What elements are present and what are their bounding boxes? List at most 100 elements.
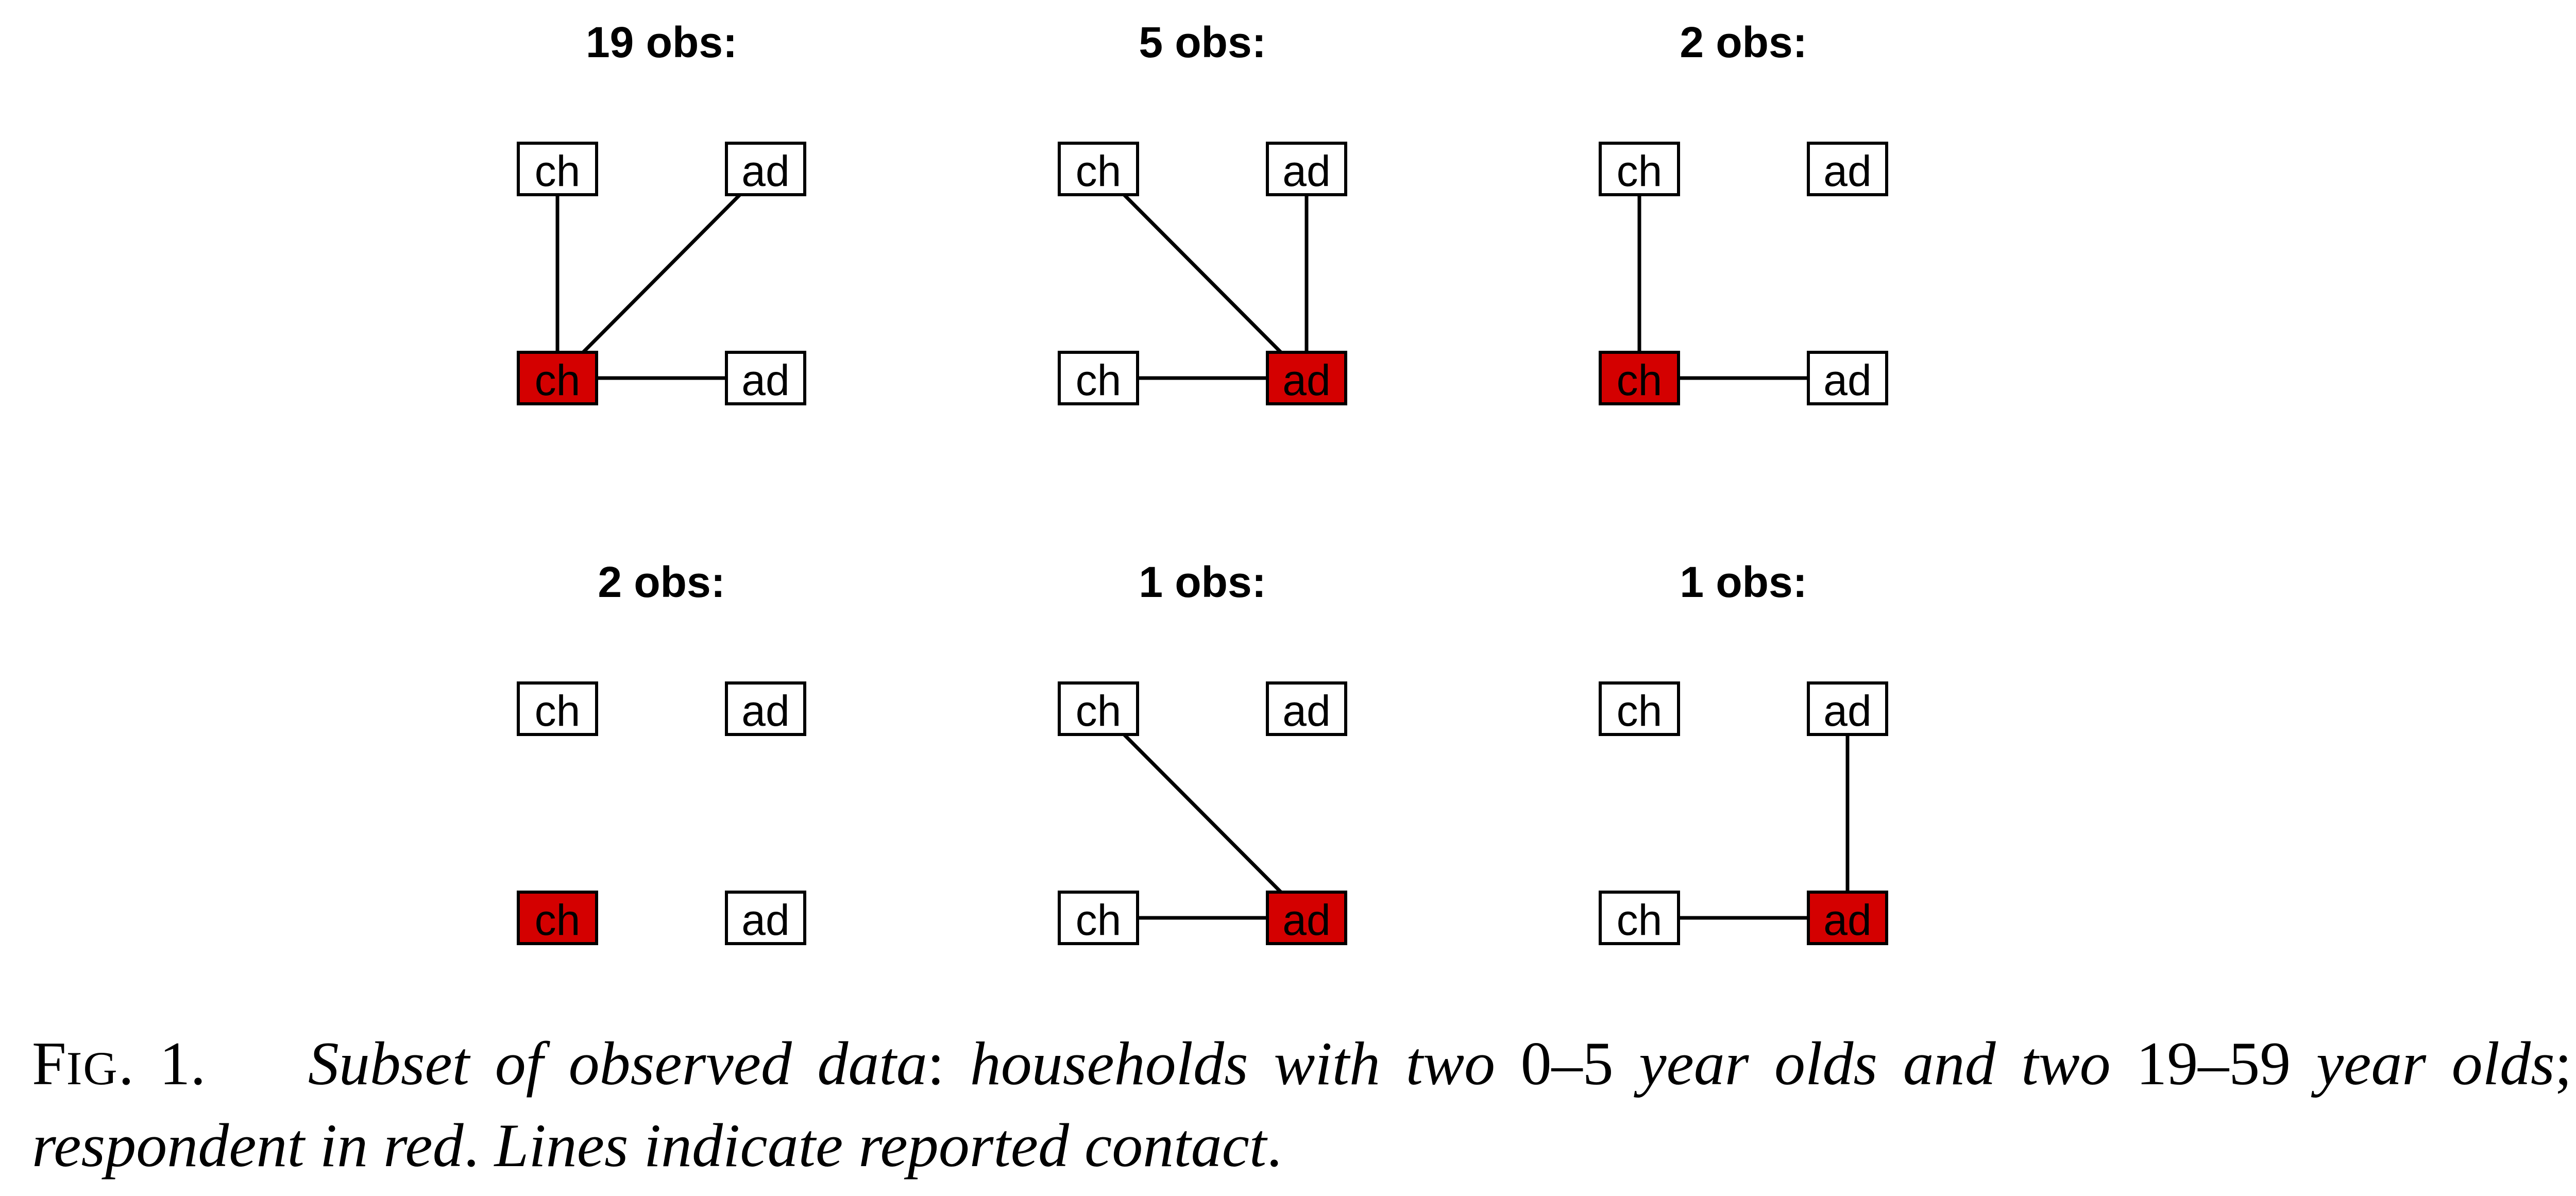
panel-title: 19 obs: xyxy=(586,18,737,66)
node-box xyxy=(1266,891,1347,945)
node: ch xyxy=(1058,142,1139,196)
node-box xyxy=(517,142,598,196)
node: ad xyxy=(1266,142,1347,196)
respondent-node: ad xyxy=(1266,891,1347,945)
caption-range2: 19–59 xyxy=(2136,1029,2291,1098)
node: ch xyxy=(1058,891,1139,945)
node-box xyxy=(1599,891,1680,945)
node-label: ad xyxy=(741,356,789,404)
caption-fig-label: FIG. 1. xyxy=(32,1029,206,1098)
node-label: ad xyxy=(1823,687,1871,735)
node-box xyxy=(725,142,806,196)
caption-part4: year olds xyxy=(2291,1029,2555,1098)
node-box xyxy=(1599,681,1680,736)
node-box xyxy=(725,351,806,405)
caption-part2: households with two xyxy=(944,1029,1521,1098)
caption-semicolon: ; xyxy=(2554,1029,2572,1098)
node-label: ch xyxy=(1076,896,1122,944)
contact-edge xyxy=(1097,707,1308,919)
node-label: ch xyxy=(1617,147,1663,195)
panel-5: 1 obs: ch ad ch ad xyxy=(1058,558,1347,945)
node: ch xyxy=(517,142,598,196)
panel-title: 1 obs: xyxy=(1139,558,1266,606)
caption-period2: . xyxy=(1266,1111,1282,1180)
node: ad xyxy=(725,891,806,945)
node-box xyxy=(1058,681,1139,736)
node-box xyxy=(1807,891,1888,945)
panel-6: 1 obs: ch ad ch ad xyxy=(1599,558,1888,945)
contact-edge xyxy=(556,167,767,380)
panel-3: 2 obs: ch ad ch ad xyxy=(1599,18,1888,405)
node-label: ch xyxy=(1617,356,1663,404)
caption-part3: year olds and two xyxy=(1613,1029,2137,1098)
node-label: ch xyxy=(1076,687,1122,735)
node-box xyxy=(1058,142,1139,196)
node-box xyxy=(725,681,806,736)
node-box xyxy=(517,681,598,736)
panel-title: 2 obs: xyxy=(1680,18,1807,66)
node-box xyxy=(517,351,598,405)
node: ad xyxy=(1807,142,1888,196)
caption-part5: respondent in red xyxy=(32,1111,464,1180)
caption-range1: 0–5 xyxy=(1520,1029,1614,1098)
respondent-node: ch xyxy=(517,891,598,945)
node: ad xyxy=(1266,681,1347,736)
caption-period1: . xyxy=(463,1111,479,1180)
node-label: ch xyxy=(1617,687,1663,735)
node: ad xyxy=(1807,351,1888,405)
node: ch xyxy=(517,681,598,736)
node: ad xyxy=(725,351,806,405)
node-label: ad xyxy=(1823,356,1871,404)
contact-edge xyxy=(1097,167,1308,380)
node: ch xyxy=(1058,681,1139,736)
panel-title: 1 obs: xyxy=(1680,558,1807,606)
node: ad xyxy=(725,681,806,736)
node-label: ch xyxy=(1076,356,1122,404)
node: ch xyxy=(1599,891,1680,945)
node-box xyxy=(725,891,806,945)
node-box xyxy=(1807,681,1888,736)
node-box xyxy=(1058,891,1139,945)
node-box xyxy=(517,891,598,945)
node-box xyxy=(1266,351,1347,405)
node-label: ad xyxy=(1823,896,1871,944)
respondent-node: ch xyxy=(1599,351,1680,405)
node-label: ad xyxy=(741,896,789,944)
caption-part6: Lines indicate reported contact xyxy=(479,1111,1267,1180)
node-label: ch xyxy=(535,356,581,404)
node-label: ch xyxy=(535,687,581,735)
node: ch xyxy=(1599,142,1680,196)
panel-title: 2 obs: xyxy=(598,558,725,606)
panel-1: 19 obs: ch ad ch ad xyxy=(517,18,806,405)
caption-colon: : xyxy=(927,1029,945,1098)
respondent-node: ad xyxy=(1807,891,1888,945)
panel-4: 2 obs: ch ad ch ad xyxy=(517,558,806,945)
node-label: ad xyxy=(1282,896,1330,944)
node-label: ad xyxy=(1282,356,1330,404)
figure-diagram: 19 obs: ch ad ch ad 5 obs: ch ad ch ad 2 obs: ch ad c… xyxy=(517,18,1888,945)
node-box xyxy=(1807,142,1888,196)
node-box xyxy=(1599,142,1680,196)
node-box xyxy=(1599,351,1680,405)
node-box xyxy=(1266,681,1347,736)
node-label: ad xyxy=(741,147,789,195)
caption-part1: Subset of observed data xyxy=(308,1029,927,1098)
respondent-node: ad xyxy=(1266,351,1347,405)
respondent-node: ch xyxy=(517,351,598,405)
panel-title: 5 obs: xyxy=(1139,18,1266,66)
node-label: ch xyxy=(1076,147,1122,195)
node-box xyxy=(1058,351,1139,405)
node-label: ad xyxy=(1282,147,1330,195)
node-label: ch xyxy=(1617,896,1663,944)
node: ch xyxy=(1599,681,1680,736)
node: ad xyxy=(725,142,806,196)
node-label: ad xyxy=(1823,147,1871,195)
node-box xyxy=(1807,351,1888,405)
node-label: ad xyxy=(1282,687,1330,735)
node-label: ch xyxy=(535,147,581,195)
figure-caption: FIG. 1. Subset of observed data: househo… xyxy=(32,1025,2572,1184)
node: ad xyxy=(1807,681,1888,736)
node: ch xyxy=(1058,351,1139,405)
node-label: ad xyxy=(741,687,789,735)
node-label: ch xyxy=(535,896,581,944)
